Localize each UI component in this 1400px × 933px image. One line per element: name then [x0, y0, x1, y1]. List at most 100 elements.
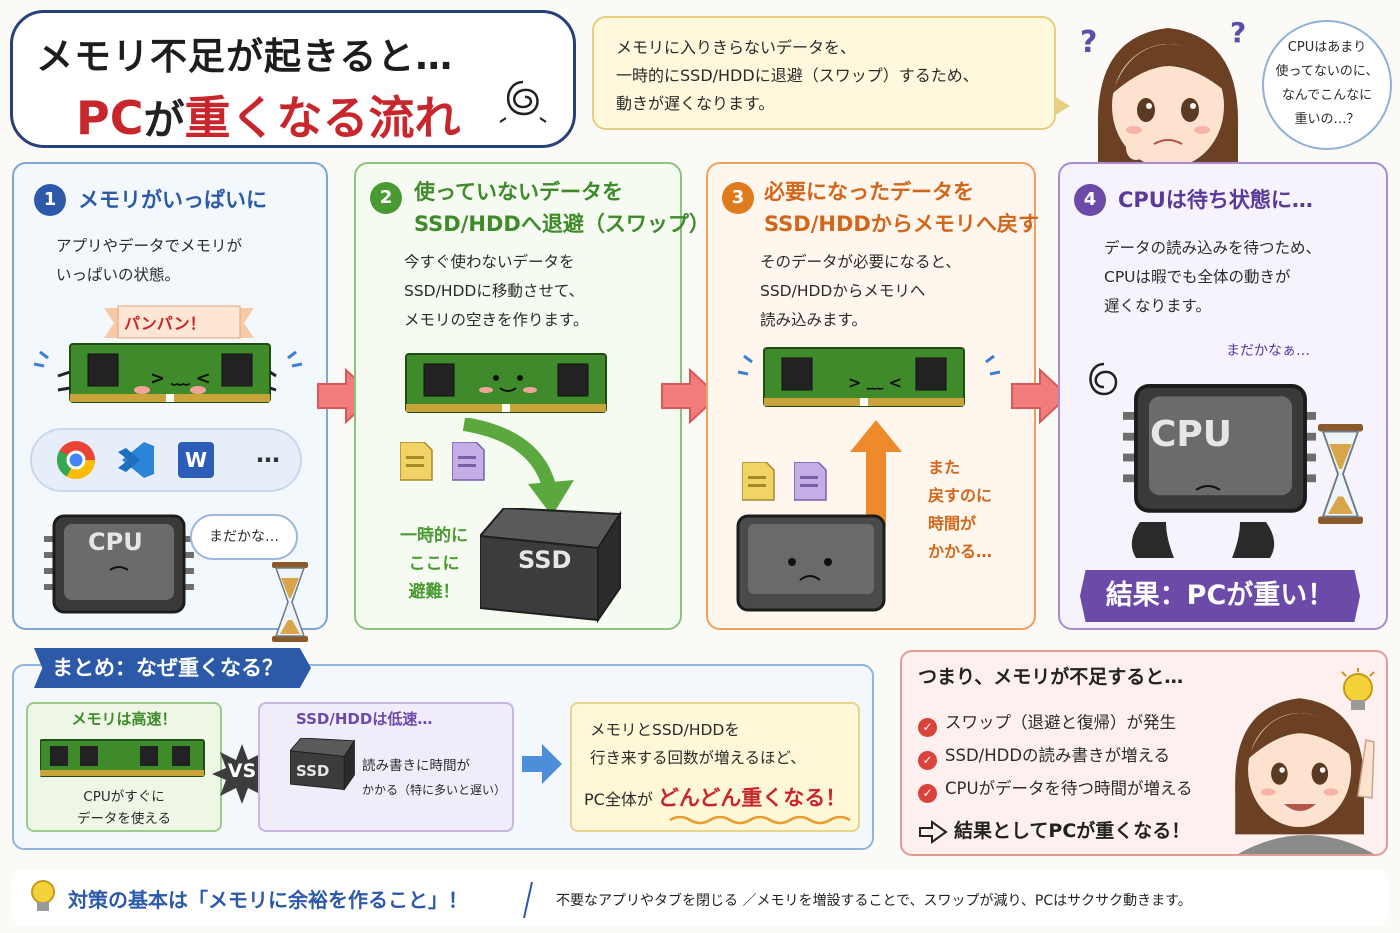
scribble-icon [1089, 362, 1118, 396]
step-3-side-line-4: かかる… [928, 542, 993, 561]
step-3-side-line-3: 時間が [928, 514, 977, 533]
cpu-label-1: CPU [88, 528, 143, 556]
intro-line-2: 一時的にSSD/HDDに退避（スワップ）するため、 [616, 66, 979, 85]
title-line-2: PCが重くなる流れ [76, 82, 460, 148]
step-3-title-line-2: SSD/HDDからメモリへ戻す [764, 212, 1039, 236]
step-1-body: アプリやデータでメモリが いっぱいの状態。 [56, 232, 242, 290]
step-1-body-line-2: いっぱいの状態。 [56, 266, 181, 284]
check-icon: ✓ [918, 784, 937, 803]
step-2-number: 2 [370, 182, 402, 214]
wavy-underline [669, 815, 851, 825]
step-2-body-line-2: SSD/HDDに移動させて、 [404, 282, 585, 300]
step-1-number: 1 [34, 184, 66, 216]
document-icon [742, 462, 775, 501]
step-2-body: 今すぐ使わないデータを SSD/HDDに移動させて、 メモリの空きを作ります。 [404, 248, 588, 335]
lightbulb-icon [31, 880, 55, 911]
ssd-label-2: SSD [518, 546, 572, 574]
ram-stick-strained: > ﹏ < [737, 347, 1001, 407]
step-3-title-line-1: 必要になったデータを [764, 180, 974, 204]
conclusion-item: ✓ SSD/HDDの読み書きが増える [918, 739, 1193, 772]
hdd-drive-worried [736, 514, 886, 612]
ram-stick-happy [405, 353, 607, 413]
cpu-chip-sitting [1121, 384, 1316, 558]
step-2-title-line-2: SSD/HDDへ退避（スワップ） [414, 212, 710, 236]
intro-speech-bubble: メモリに入りきらないデータを、 一時的にSSD/HDDに退避（スワップ）するため… [592, 16, 1070, 130]
step-2-body-line-3: メモリの空きを作ります。 [404, 311, 589, 329]
pointing-girl-illustration [1235, 698, 1375, 854]
chrome-icon [57, 441, 96, 480]
conclusion-item-text: SSD/HDDの読み書きが増える [945, 746, 1171, 765]
step-2-side-line-2: ここに [408, 554, 460, 574]
cpu-chip-waiting [42, 514, 196, 614]
cpu-label-4: CPU [1150, 414, 1233, 455]
step-3-number: 3 [722, 182, 754, 214]
memory-fast-line-2: データを使える [76, 811, 172, 827]
more-apps-icon: … [256, 440, 280, 468]
arrow-right-2 [661, 367, 720, 425]
word-icon: W [178, 442, 214, 478]
arrow-right-blue [522, 744, 562, 784]
footer-headline: 対策の基本は「メモリに余裕を作ること」！ [68, 888, 468, 912]
step-3-side-note: また 戻すのに 時間が かかる… [928, 454, 992, 566]
step-3-body: そのデータが必要になると、 SSD/HDDからメモリへ 読み込みます。 [760, 248, 961, 335]
result-line-4: どんどん重くなる！ [657, 786, 847, 810]
arrow-up-orange [850, 420, 902, 526]
check-icon: ✓ [918, 751, 937, 770]
lightbulb-icon [1341, 668, 1375, 710]
footer-panel [12, 870, 1388, 926]
result-text: メモリとSSD/HDDを 行き来する回数が増えるほど、 [590, 716, 806, 772]
step-3-body-line-2: SSD/HDDからメモリへ [760, 282, 926, 300]
step-2-title-line-1: 使っていないデータを [414, 180, 623, 204]
memory-fast-text: CPUがすぐに データを使える [26, 786, 222, 830]
step-4-body-line-1: データの読み込みを待つため、 [1104, 239, 1322, 257]
ribbon-banner [104, 305, 254, 339]
summary-banner: まとめ：なぜ重くなる？ [34, 648, 311, 688]
conclusion-item: ✓スワップ（退避と復帰）が発生 [918, 706, 1193, 739]
document-icon [794, 462, 827, 501]
step-1-title: メモリがいっぱいに [78, 188, 267, 212]
waiting-speech-4: まだかなぁ… [1226, 343, 1310, 359]
curved-arrow-down [462, 418, 574, 516]
result-emphasis: PC全体が どんどん重くなる！ [584, 782, 846, 812]
footer-divider [523, 881, 533, 919]
svg-text:> ﹏ <: > ﹏ < [150, 368, 211, 389]
ram-stick-small [40, 739, 205, 777]
title-pc: PC [76, 91, 144, 145]
step-2-title: 使っていないデータを SSD/HDDへ退避（スワップ） [414, 176, 710, 240]
conclusion-item: ✓CPUがデータを待つ時間が増える [918, 772, 1193, 805]
step-2-body-line-1: 今すぐ使わないデータを [404, 253, 575, 271]
hourglass-icon [272, 562, 309, 643]
girl-question-line-3: なんでこんなに [1281, 88, 1373, 103]
title-heavy: 重くなる流れ [184, 91, 461, 145]
question-mark-icon: ? [1230, 16, 1246, 49]
step-3-body-line-3: 読み込みます。 [760, 311, 867, 329]
step-2-side-note: 一時的に ここに 避難！ [392, 522, 476, 606]
ssd-slow-line-1: 読み書きに時間が [362, 758, 470, 774]
memory-fast-line-1: CPUがすぐに [83, 789, 165, 805]
document-icon [400, 442, 433, 481]
title-panel [10, 10, 576, 148]
worried-girl-illustration: ? ? [1080, 16, 1246, 166]
waiting-speech-1: まだかな… [190, 514, 298, 560]
result-card [570, 702, 860, 832]
ssd-drive-small [290, 738, 355, 790]
result-line-1: メモリとSSD/HDDを [590, 721, 740, 739]
ssd-slow-line-2: かかる（特に多いと遅い） [362, 783, 507, 797]
hourglass-icon [1318, 424, 1364, 525]
footer-text: 不要なアプリやタブを閉じる ／メモリを増設することで、スワップが減り、PCはサク… [556, 893, 1192, 909]
step-3-title: 必要になったデータを SSD/HDDからメモリへ戻す [764, 176, 1039, 240]
ssd-label-small: SSD [296, 762, 330, 780]
svg-text:> ﹏ <: > ﹏ < [848, 373, 902, 392]
question-mark-icon: ? [1080, 25, 1097, 60]
conclusion-item-text: スワップ（退避と復帰）が発生 [945, 713, 1176, 732]
title-line-1: メモリ不足が起きると… [36, 35, 454, 78]
step-4-number: 4 [1074, 184, 1106, 216]
step-4-title: CPUは待ち状態に… [1118, 188, 1313, 212]
step-3-body-line-1: そのデータが必要になると、 [760, 253, 961, 271]
memory-fast-title: メモリは高速！ [71, 710, 177, 728]
step-4-body: データの読み込みを待つため、 CPUは暇でも全体の動きが 遅くなります。 [1104, 234, 1321, 321]
girl-question-line-2: 使ってないのに、 [1275, 64, 1379, 79]
arrow-outline-icon [919, 820, 948, 844]
intro-line-3: 動きが遅くなります。 [616, 94, 775, 113]
girl-question-line-4: 重いの…？ [1294, 112, 1360, 127]
